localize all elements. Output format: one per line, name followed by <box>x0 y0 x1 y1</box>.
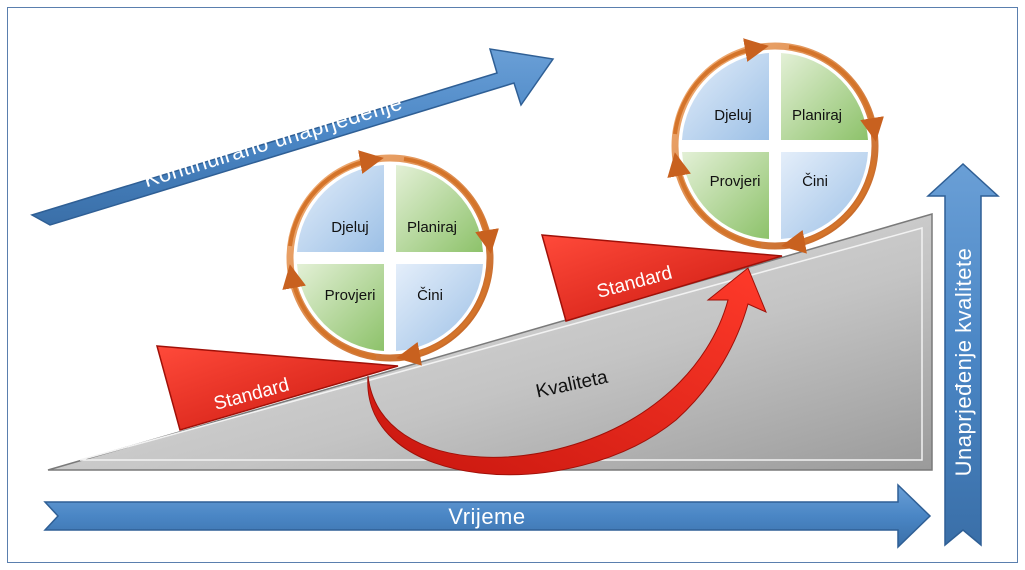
improvement-curve-arrow <box>367 267 767 476</box>
do-quadrant-2 <box>781 152 868 239</box>
plan-label-1: Planiraj <box>407 219 457 236</box>
quality-improvement-arrow: Unaprjeđenje kvalitete <box>926 162 1000 547</box>
act-label-1: Djeluj <box>331 219 369 236</box>
diagram-frame <box>7 7 1018 563</box>
check-label-1: Provjeri <box>325 287 376 304</box>
act-label-2: Djeluj <box>714 107 752 124</box>
plan-label-2: Planiraj <box>792 107 842 124</box>
do-label-2: Čini <box>802 173 828 190</box>
pdca-cycle-2: Djeluj Planiraj Provjeri Čini <box>667 38 884 254</box>
plan-quadrant-2 <box>781 53 868 140</box>
plan-quadrant-1 <box>396 165 483 252</box>
act-quadrant-1 <box>297 165 384 252</box>
pdca-cycle-1: Djeluj Planiraj Provjeri Čini <box>282 150 499 366</box>
do-label-1: Čini <box>417 287 443 304</box>
time-arrow: Vrijeme <box>43 483 932 549</box>
quality-improvement-label: Unaprjeđenje kvalitete <box>951 248 976 477</box>
check-quadrant-2 <box>682 152 769 239</box>
continuous-improvement-arrow: Kontinuirano unaprjeđenje <box>30 48 555 226</box>
check-label-2: Provjeri <box>710 173 761 190</box>
time-label: Vrijeme <box>448 504 525 529</box>
act-quadrant-2 <box>682 53 769 140</box>
do-quadrant-1 <box>396 264 483 351</box>
check-quadrant-1 <box>297 264 384 351</box>
